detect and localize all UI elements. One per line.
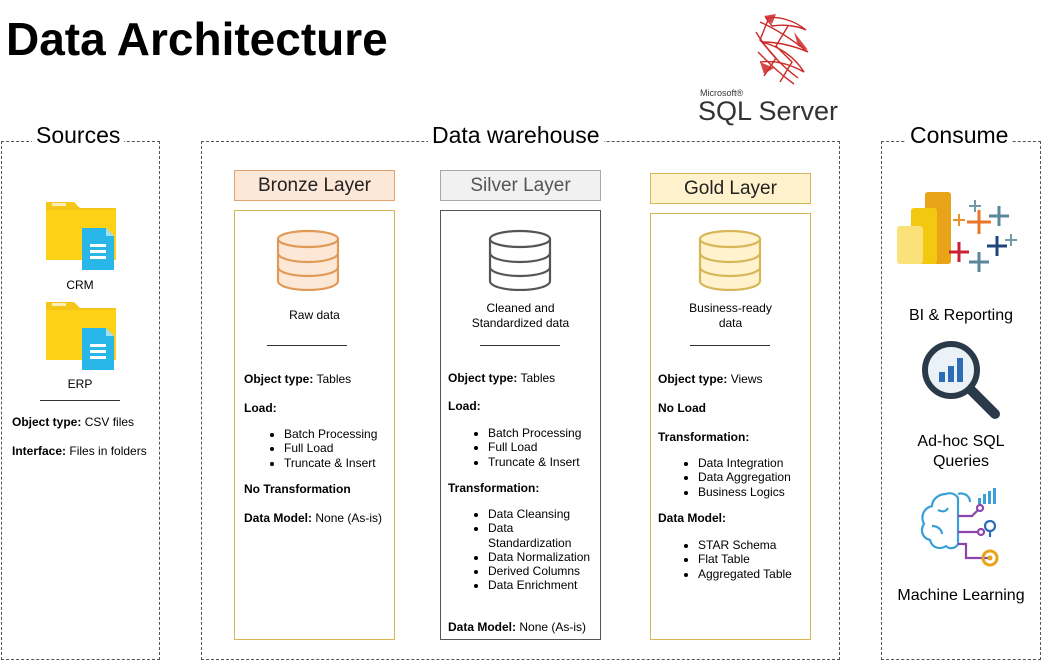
list-item: Batch Processing — [284, 427, 377, 441]
page-title: Data Architecture — [6, 13, 388, 65]
erp-label: ERP — [67, 377, 93, 391]
gold-desc-line2: data — [718, 316, 743, 330]
list-item: Truncate & Insert — [284, 456, 377, 470]
search-chart-icon — [919, 338, 1003, 422]
gold-divider — [690, 345, 770, 346]
gold-desc-line1: Business-ready — [689, 301, 772, 315]
list-item: Business Logics — [698, 485, 791, 499]
silver-layer-box — [440, 210, 601, 640]
list-item: Aggregated Table — [698, 567, 792, 581]
bronze-divider — [267, 345, 347, 346]
list-item: Data Standardization — [488, 521, 598, 550]
gold-layer-title: Gold Layer — [650, 173, 811, 204]
gold-data-model-label: Data Model: — [658, 511, 727, 525]
gold-data-model-list: STAR Schema Flat Table Aggregated Table — [658, 538, 792, 581]
list-item: Flat Table — [698, 552, 792, 566]
bronze-object-type: Object type: Tables — [244, 372, 352, 386]
list-item: Full Load — [284, 441, 377, 455]
gold-transformation-label: Transformation: — [658, 430, 750, 444]
silver-load-list: Batch Processing Full Load Truncate & In… — [448, 426, 581, 469]
bronze-desc: Raw data — [289, 308, 340, 322]
silver-database-icon — [488, 229, 552, 296]
warehouse-title: Data warehouse — [428, 121, 604, 149]
crm-label: CRM — [66, 278, 94, 292]
gold-object-type: Object type: Views — [658, 372, 763, 386]
bronze-load-label: Load: — [244, 401, 277, 415]
adhoc-label-line1: Ad-hoc SQL — [917, 433, 1005, 450]
list-item: Truncate & Insert — [488, 455, 581, 469]
list-item: Data Normalization — [488, 550, 598, 564]
bronze-transformation-label: No Transformation — [244, 482, 351, 496]
bronze-data-model: Data Model: None (As-is) — [244, 511, 383, 525]
silver-transformation-list: Data Cleansing Data Standardization Data… — [448, 507, 598, 593]
bi-reporting-label: BI & Reporting — [908, 307, 1014, 324]
gold-layer-box — [650, 213, 811, 640]
machine-learning-brain-icon — [918, 488, 1002, 568]
list-item: Data Aggregation — [698, 470, 791, 484]
gold-database-icon — [698, 229, 762, 296]
silver-desc-line1: Cleaned and — [486, 301, 555, 315]
silver-object-type: Object type: Tables — [448, 371, 556, 385]
list-item: Derived Columns — [488, 564, 598, 578]
list-item: Data Integration — [698, 456, 791, 470]
silver-data-model: Data Model: None (As-is) — [448, 620, 587, 634]
list-item: Data Cleansing — [488, 507, 598, 521]
sources-interface: Interface: Files in folders — [12, 444, 147, 458]
bronze-layer-box — [234, 210, 395, 640]
machine-learning-label: Machine Learning — [897, 587, 1025, 604]
silver-divider — [480, 345, 560, 346]
gold-load-label: No Load — [658, 401, 706, 415]
sql-server-icon — [755, 14, 809, 85]
list-item: STAR Schema — [698, 538, 792, 552]
gold-transformation-list: Data Integration Data Aggregation Busine… — [658, 456, 791, 499]
sources-object-type: Object type: CSV files — [12, 415, 135, 429]
logo-brand-small: Microsoft® — [700, 88, 744, 98]
adhoc-label-line2: Queries — [932, 453, 990, 470]
silver-desc-line2: Standardized data — [471, 316, 570, 330]
silver-transformation-label: Transformation: — [448, 481, 540, 495]
erp-folder-icon — [44, 298, 124, 372]
sources-divider — [40, 400, 120, 401]
bi-reporting-icon — [895, 190, 1025, 280]
crm-folder-icon — [44, 198, 124, 272]
bronze-load-list: Batch Processing Full Load Truncate & In… — [244, 427, 377, 470]
list-item: Data Enrichment — [488, 578, 598, 592]
sources-title: Sources — [32, 121, 125, 149]
list-item: Full Load — [488, 440, 581, 454]
bronze-layer-title: Bronze Layer — [234, 170, 395, 201]
bronze-database-icon — [276, 229, 340, 296]
silver-load-label: Load: — [448, 399, 481, 413]
silver-layer-title: Silver Layer — [440, 170, 601, 201]
sql-server-logo: Microsoft® SQL Server — [698, 12, 843, 126]
list-item: Batch Processing — [488, 426, 581, 440]
logo-brand: SQL Server — [698, 96, 839, 126]
consume-title: Consume — [906, 121, 1013, 149]
